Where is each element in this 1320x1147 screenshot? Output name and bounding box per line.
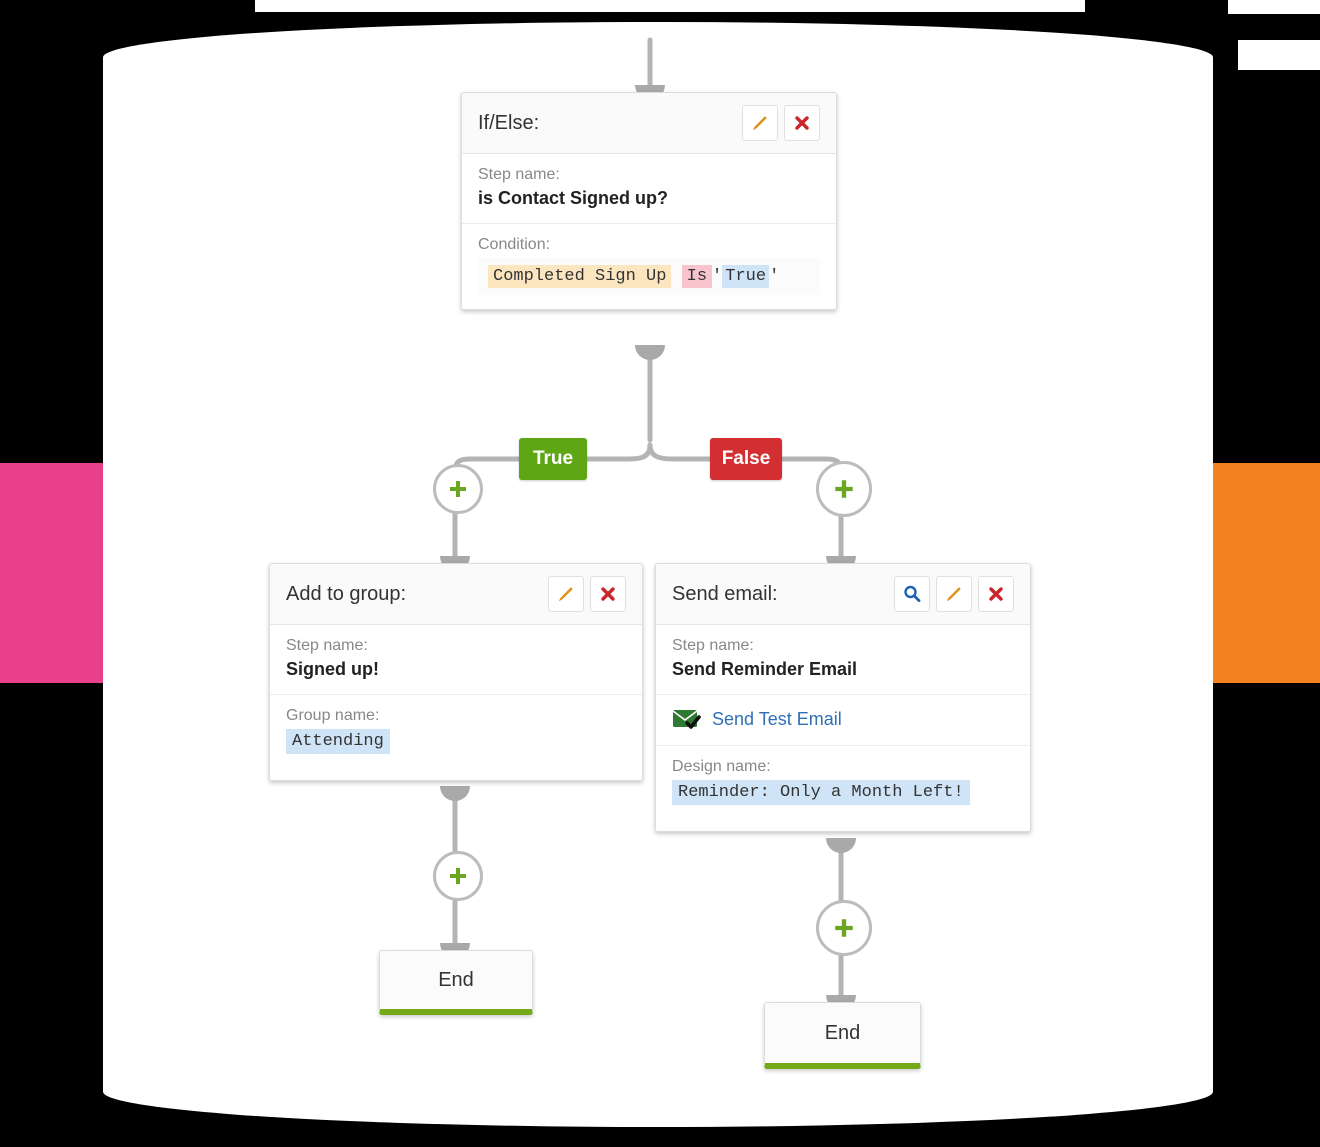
send-test-email-link[interactable]: Send Test Email bbox=[672, 707, 1014, 731]
card-header: If/Else: bbox=[462, 93, 836, 154]
decorative-strip-top-right bbox=[1228, 0, 1320, 14]
add-step-false-branch[interactable] bbox=[816, 461, 872, 517]
condition-field: Completed Sign Up bbox=[488, 265, 672, 288]
branch-badge-false: False bbox=[710, 438, 782, 480]
edit-icon[interactable] bbox=[742, 105, 778, 141]
card-type-label: If/Else: bbox=[478, 111, 540, 134]
step-name-row: Step name: is Contact Signed up? bbox=[462, 154, 836, 224]
card-actions bbox=[742, 105, 820, 141]
branch-badge-true: True bbox=[519, 438, 587, 480]
plus-icon bbox=[450, 868, 466, 884]
step-card-if-else[interactable]: If/Else: Step name: is Contact Signed up… bbox=[461, 92, 837, 310]
step-name-row: Step name: Send Reminder Email bbox=[656, 625, 1030, 695]
design-name-label: Design name: bbox=[672, 758, 771, 775]
step-name-value: Signed up! bbox=[286, 659, 379, 679]
decorative-strip-right bbox=[1238, 40, 1320, 70]
end-node-left[interactable]: End bbox=[379, 950, 533, 1015]
add-step-after-add-to-group[interactable] bbox=[433, 851, 483, 901]
delete-icon[interactable] bbox=[978, 576, 1014, 612]
condition-expression: Completed Sign Up Is'True' bbox=[478, 258, 820, 295]
card-type-label: Send email: bbox=[672, 582, 778, 605]
condition-quote-open: ' bbox=[712, 267, 723, 286]
step-name-value: is Contact Signed up? bbox=[478, 188, 669, 208]
decorative-block-pink bbox=[0, 463, 110, 683]
delete-icon[interactable] bbox=[590, 576, 626, 612]
envelope-check-icon bbox=[672, 710, 701, 729]
anchor-send-email-bottom bbox=[826, 838, 856, 853]
design-name-value: Reminder: Only a Month Left! bbox=[672, 780, 970, 805]
anchor-decision-bottom bbox=[635, 345, 665, 360]
card-type-label: Add to group: bbox=[286, 582, 407, 605]
decorative-strip-top-left bbox=[255, 0, 1085, 12]
condition-label: Condition: bbox=[478, 236, 551, 253]
send-test-email-label[interactable]: Send Test Email bbox=[712, 708, 842, 729]
condition-value: True bbox=[722, 265, 770, 288]
group-name-row: Group name: Attending bbox=[270, 695, 642, 780]
step-name-value: Send Reminder Email bbox=[672, 659, 858, 679]
step-name-label: Step name: bbox=[286, 637, 368, 654]
anchor-add-to-group-bottom bbox=[440, 786, 470, 801]
card-actions bbox=[548, 576, 626, 612]
add-step-true-branch[interactable] bbox=[433, 464, 483, 514]
add-step-after-send-email[interactable] bbox=[816, 900, 872, 956]
edit-icon[interactable] bbox=[936, 576, 972, 612]
step-card-send-email[interactable]: Send email: bbox=[655, 563, 1031, 832]
send-test-email-row[interactable]: Send Test Email bbox=[656, 695, 1030, 746]
step-name-row: Step name: Signed up! bbox=[270, 625, 642, 695]
decorative-block-orange bbox=[1212, 463, 1320, 683]
card-header: Add to group: bbox=[270, 564, 642, 625]
card-actions bbox=[894, 576, 1014, 612]
group-name-value: Attending bbox=[286, 729, 390, 754]
step-name-label: Step name: bbox=[672, 637, 754, 654]
step-card-add-to-group[interactable]: Add to group: Step name: Signed up! bbox=[269, 563, 643, 781]
end-node-right[interactable]: End bbox=[764, 1002, 921, 1069]
condition-operator: Is bbox=[681, 265, 713, 288]
edit-icon[interactable] bbox=[548, 576, 584, 612]
plus-icon bbox=[835, 480, 853, 498]
preview-icon[interactable] bbox=[894, 576, 930, 612]
design-name-row: Design name: Reminder: Only a Month Left… bbox=[656, 746, 1030, 831]
condition-row: Condition: Completed Sign Up Is'True' bbox=[462, 224, 836, 309]
group-name-label: Group name: bbox=[286, 707, 380, 724]
plus-icon bbox=[835, 919, 853, 937]
step-name-label: Step name: bbox=[478, 166, 560, 183]
condition-quote-close: ' bbox=[769, 267, 780, 286]
card-header: Send email: bbox=[656, 564, 1030, 625]
plus-icon bbox=[450, 481, 466, 497]
delete-icon[interactable] bbox=[784, 105, 820, 141]
